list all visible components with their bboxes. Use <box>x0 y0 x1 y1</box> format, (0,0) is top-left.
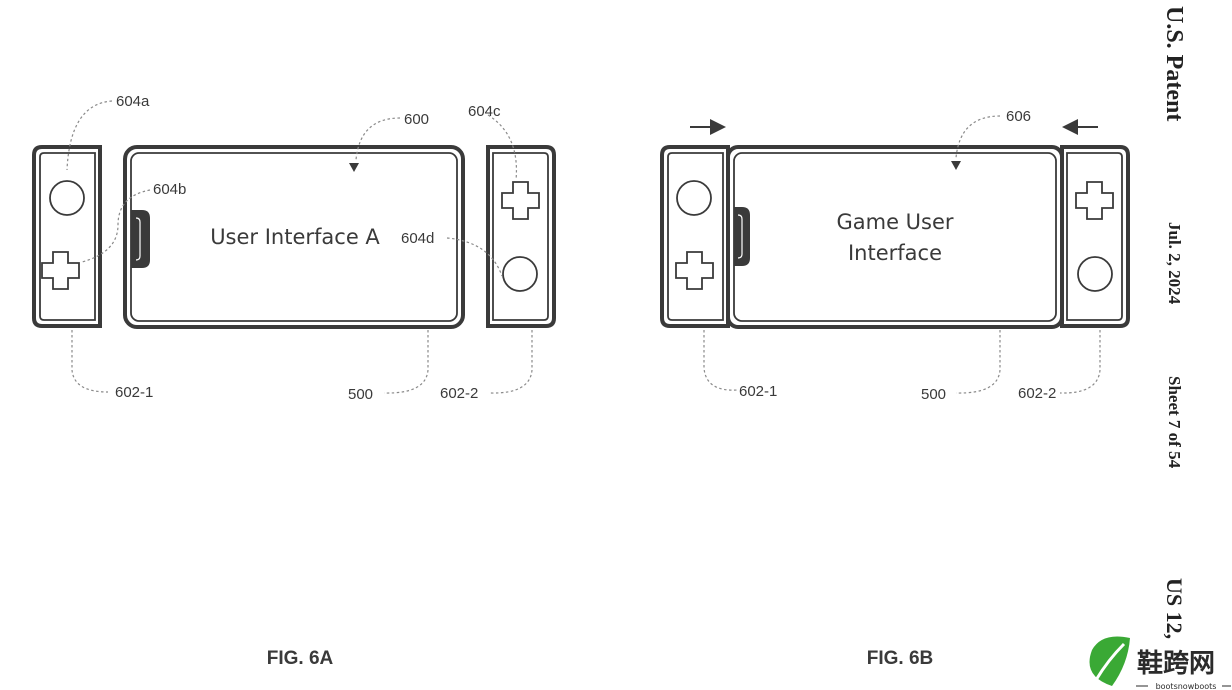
ref-602-2: 602-2 <box>1018 385 1056 402</box>
round-button-icon <box>676 180 712 216</box>
figure-caption-6b: FIG. 6B <box>867 648 934 669</box>
arrow-600 <box>349 163 359 172</box>
phone-6a: User Interface A <box>123 145 465 329</box>
left-controller-6b <box>660 145 730 328</box>
ref-604c: 604c <box>468 103 501 120</box>
watermark-title: 鞋跨网 <box>1137 649 1215 679</box>
right-controller-6a <box>486 145 556 328</box>
watermark: 鞋跨网 bootsnowboots <box>1089 636 1231 690</box>
ref-600: 600 <box>404 111 429 128</box>
leaf-logo-icon <box>1089 636 1130 686</box>
round-button-icon <box>49 180 85 216</box>
round-button-icon <box>502 256 538 292</box>
header-patent-number: US 12, <box>1162 578 1187 639</box>
dpad-icon <box>1075 181 1114 220</box>
patent-header: U.S. Patent Jul. 2, 2024 Sheet 7 of 54 U… <box>1161 6 1187 639</box>
phone-6b: Game User Interface <box>726 145 1064 329</box>
ref-602-1: 602-1 <box>115 384 153 401</box>
ref-602-1: 602-1 <box>739 383 777 400</box>
header-sheet: Sheet 7 of 54 <box>1165 376 1184 469</box>
round-button-icon <box>1077 256 1113 292</box>
header-date: Jul. 2, 2024 <box>1165 222 1184 305</box>
screen-text-user-interface-a: User Interface A <box>210 225 380 249</box>
right-controller-6b <box>1060 145 1130 328</box>
header-office: U.S. Patent <box>1161 6 1187 121</box>
dpad-icon <box>501 181 540 220</box>
ref-500: 500 <box>921 386 946 403</box>
ref-602-2: 602-2 <box>440 385 478 402</box>
figure-6b: Game User Interface 606 602-1 500 602-2 … <box>660 108 1130 669</box>
left-controller-6a <box>32 145 102 328</box>
ref-604b: 604b <box>153 181 186 198</box>
screen-text-line1: Game User <box>836 210 953 234</box>
ref-604a: 604a <box>116 93 150 110</box>
arrow-606 <box>951 161 961 170</box>
watermark-subtitle: bootsnowboots <box>1156 682 1217 690</box>
ref-500: 500 <box>348 386 373 403</box>
dpad-icon <box>675 251 714 290</box>
screen-text-line2: Interface <box>848 241 942 265</box>
ref-604d: 604d <box>401 230 434 247</box>
figure-caption-6a: FIG. 6A <box>267 648 334 669</box>
dpad-icon <box>41 251 80 290</box>
figure-6a: User Interface A 604a 604b 600 604c 604d… <box>32 93 556 669</box>
ref-606: 606 <box>1006 108 1031 125</box>
